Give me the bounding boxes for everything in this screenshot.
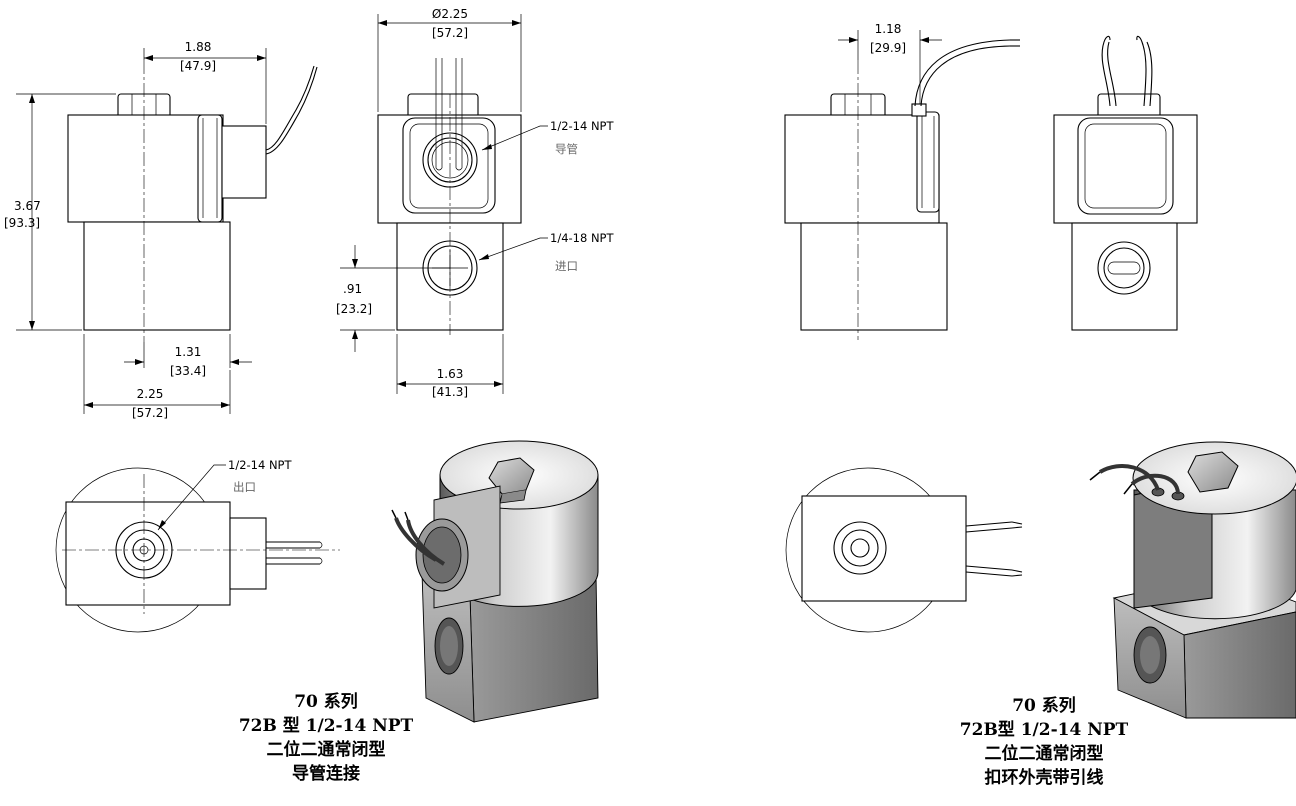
dim-41-3: [41.3] [432,385,468,399]
front-view-leads: 1.18 [29.9] [784,22,1020,340]
side-view-leads [1053,35,1198,331]
dim-1-18: 1.18 [875,22,902,36]
dim-2-25-bottom: 2.25 [137,387,164,401]
caption-left-line2: 72B 型 1/2-14 NPT [238,716,414,736]
top-view: 1/2-14 NPT 出口 [55,458,340,633]
callout-inlet: 1/4-18 NPT [550,231,614,245]
caption-left-line1: 70 系列 [294,692,358,712]
bracket-face [402,117,496,214]
lead-wire-top [914,39,1011,107]
valve-body-3 [1071,222,1178,331]
dim-57-2-bottom: [57.2] [132,406,168,420]
caption-left-line3: 二位二通常闭型 [266,740,386,760]
front-view: 1.88 [47.9] 3.67 [93.3] 1.31 [33.4] 2.25… [4,40,318,420]
caption-right-line2: 72B型 1/2-14 NPT [959,720,1129,740]
iso-view-conduit [391,440,599,723]
caption-right-line1: 70 系列 [1012,696,1076,716]
callout-outlet-cn: 出口 [233,480,256,494]
dim-29-9: [29.9] [870,41,906,55]
coil-housing-2 [784,114,940,224]
callout-outlet: 1/2-14 NPT [228,458,292,472]
side-view: Ø2.25 [57.2] 1/2-14 NPT 导管 1/4-18 NPT 进口… [336,7,614,399]
lead-wire [265,65,315,151]
valve-body-top [65,501,231,606]
dim-57-2-top: [57.2] [432,26,468,40]
dim-47-9: [47.9] [180,59,216,73]
valve-body-2 [800,222,948,331]
dim-23-2: [23.2] [336,302,372,316]
caption-left-line4: 导管连接 [292,764,360,784]
dim-1-63: 1.63 [437,367,464,381]
dim-dia-2-25: Ø2.25 [432,7,468,21]
callout-conduit: 1/2-14 NPT [550,119,614,133]
dim-1-88: 1.88 [185,40,212,54]
inlet-port-3 [1097,241,1151,295]
dim-93-3: [93.3] [4,216,40,230]
caption-left: 70 系列 72B 型 1/2-14 NPT 二位二通常闭型 导管连接 [226,690,426,786]
callout-conduit-cn: 导管 [555,142,578,156]
iso-view-leads [1089,441,1296,719]
valve-body-front [83,221,231,331]
dim-3-67: 3.67 [14,199,41,213]
dim-0-91: .91 [343,282,362,296]
coil-housing [67,114,224,223]
caption-right-line3: 二位二通常闭型 [984,744,1104,764]
caption-right: 70 系列 72B型 1/2-14 NPT 二位二通常闭型 扣环外壳带引线 [934,694,1154,790]
dim-1-31: 1.31 [175,345,202,359]
callout-inlet-cn: 进口 [555,259,578,273]
conduit-boss [221,125,267,199]
caption-right-line4: 扣环外壳带引线 [984,768,1104,788]
top-view-leads [785,467,1023,633]
dim-33-4: [33.4] [170,364,206,378]
bracket-side [197,114,223,223]
